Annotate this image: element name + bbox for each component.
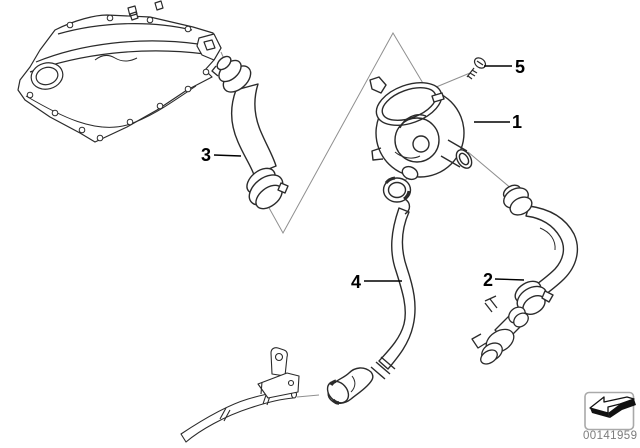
callout-1[interactable]: 1 bbox=[511, 112, 523, 132]
thermostat-connector-drawing bbox=[471, 295, 529, 365]
leader-lines bbox=[213, 65, 525, 282]
direction-stamp bbox=[584, 391, 636, 431]
pressure-control-valve-drawing bbox=[369, 76, 473, 181]
vent-hose-2-drawing bbox=[502, 184, 579, 315]
vent-hose-3-drawing bbox=[211, 55, 289, 210]
cylinder-head-cover-drawing bbox=[17, 0, 222, 143]
callout-4[interactable]: 4 bbox=[350, 272, 362, 292]
direction-arrow-icon bbox=[589, 396, 636, 418]
callout-3[interactable]: 3 bbox=[200, 145, 212, 165]
screw-drawing bbox=[466, 57, 487, 80]
callout-2[interactable]: 2 bbox=[482, 270, 494, 290]
image-id-text: 00141959 bbox=[583, 430, 638, 442]
vent-pipe-4-drawing bbox=[326, 176, 416, 405]
dipstick-guide-tube-drawing bbox=[180, 347, 300, 443]
callout-5[interactable]: 5 bbox=[514, 57, 526, 77]
